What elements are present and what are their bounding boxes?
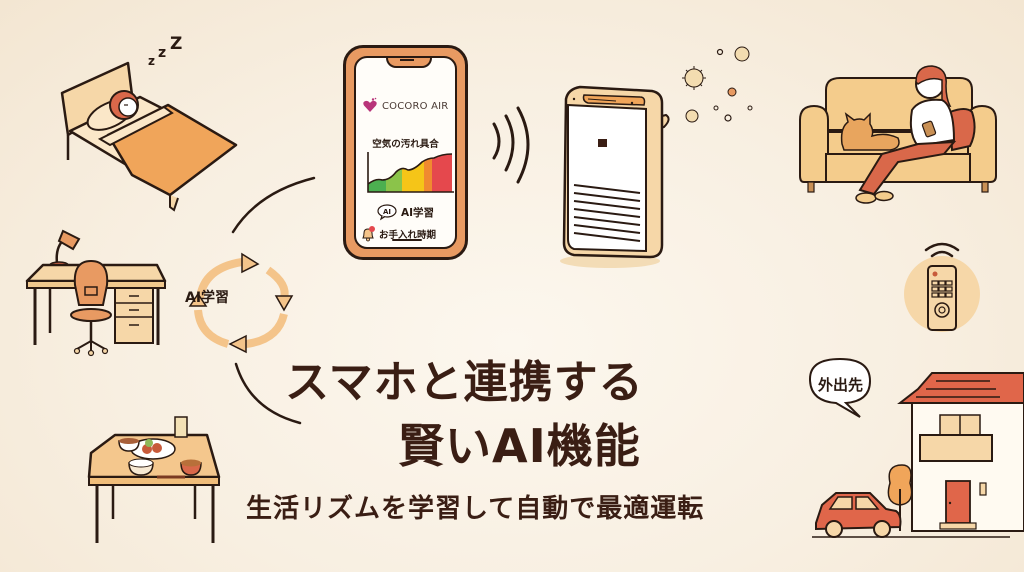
app-brand: COCORO AIR (362, 97, 449, 114)
desk-scene (15, 225, 175, 360)
svg-text:Z: Z (170, 34, 182, 54)
air-quality-chart (367, 152, 454, 193)
heart-logo-icon (363, 97, 377, 112)
headline-subtitle: 生活リズムを学習して自動で最適運転 (246, 494, 705, 524)
ai-learning-label: AI学習 (400, 206, 435, 219)
air-quality-chart-title: 空気の汚れ具合 (372, 139, 439, 150)
headline-line1: スマホと連携する (285, 357, 644, 408)
maintenance-label: お手入れ時期 (379, 230, 437, 241)
phone-screen: COCORO AIR 空気の汚れ具合 AI (354, 56, 457, 249)
smartphone: COCORO AIR 空気の汚れ具合 AI (343, 45, 468, 260)
phone-notch (386, 58, 432, 68)
svg-text:AI: AI (383, 208, 391, 216)
remote-control-icon (904, 242, 980, 332)
bed-illustration: z z Z (60, 34, 238, 212)
sofa-scene-illustration (799, 65, 997, 204)
headline-line2: 賢いAI機能 (398, 419, 641, 473)
wireless-signal-icon (492, 106, 530, 184)
ai-learning-cycle-icon (188, 252, 294, 354)
desk-illustration (25, 229, 167, 357)
maintenance-row: お手入れ時期 (360, 226, 455, 242)
app-brand-name: COCORO AIR (382, 100, 449, 112)
dining-table-illustration (87, 416, 221, 543)
bell-notification-icon (362, 226, 375, 242)
air-purifier-illustration (560, 85, 670, 268)
house-and-car-illustration (808, 357, 1024, 538)
away-location-bubble: 外出先 (818, 376, 864, 394)
ai-speech-bubble-icon: AI (377, 204, 397, 221)
airborne-particles-icon (682, 46, 753, 123)
bed-scene: z z Z (40, 34, 240, 215)
home-indicator (392, 239, 422, 241)
svg-text:z: z (148, 54, 155, 68)
dining-scene (75, 415, 235, 560)
svg-text:z: z (158, 45, 166, 61)
ai-learning-row: AI AI学習 (356, 204, 455, 221)
ai-learning-cycle-label: AI学習 (185, 290, 230, 306)
